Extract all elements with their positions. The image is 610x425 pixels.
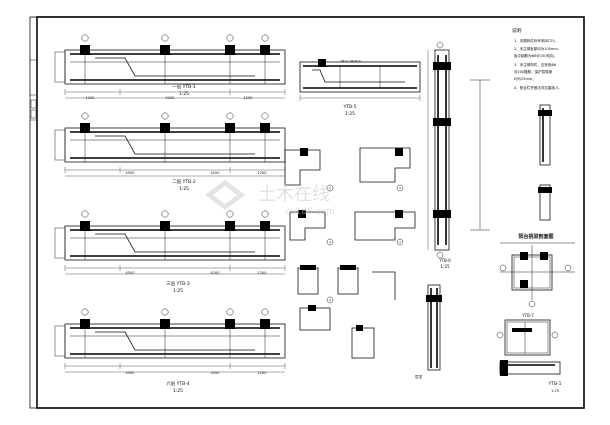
- section-label: 阳台挑梁剖面图: [518, 233, 553, 240]
- beam4-dim-b: 4200: [211, 371, 220, 375]
- beam4-dim-c: 1200: [258, 371, 267, 375]
- axis-bubble-4: [261, 112, 269, 120]
- svg-text:层顶: 层顶: [415, 374, 423, 379]
- beam1-dim-c: 1200: [244, 96, 253, 100]
- beam3-dim-b: 4200: [211, 271, 220, 275]
- vertical-column: [427, 41, 490, 259]
- ytb5-elevation: 2Φ12 3Φ16(2): [299, 59, 421, 101]
- axis-bubble-2: [161, 112, 169, 120]
- beam-scale-3: 1:25: [173, 288, 183, 294]
- axis-bubble-1: [81, 210, 89, 218]
- ytb7-section: [496, 319, 559, 356]
- bottom-right-elevation: [499, 360, 561, 376]
- beam-bent-bar: [95, 233, 255, 253]
- detail-sections: ① ② ③ ④ ⑤: [284, 147, 416, 359]
- ytb7-label: YTB-7: [521, 313, 534, 318]
- notes-item-3: 板中钢筋为Φ8@150双向。: [514, 53, 557, 58]
- axis-bubble-4: [261, 210, 269, 218]
- beam1-dim-a: 1200: [86, 96, 95, 100]
- watermark-text: 土木在线: [258, 184, 330, 205]
- ytb5-caption: YTB-5: [342, 104, 356, 110]
- notes-block: 说明: 1、本图构件标号采用C25。 2、未注明板厚均为100mm， 板中钢筋为…: [512, 27, 562, 90]
- axis-bubble-1: [81, 308, 89, 316]
- ytb5-scale: 1:25: [345, 111, 355, 117]
- notes-item-4: 3、未注明构件，应采用Φ6: [514, 62, 556, 67]
- beam-left-stub: [54, 227, 66, 259]
- lower-column: 层顶: [415, 284, 442, 379]
- beam-scale-4: 1:25: [173, 388, 183, 394]
- ytb6-caption: YTB-6: [438, 258, 451, 263]
- beam-left-stub: [54, 325, 66, 357]
- beam-elevations: [54, 34, 286, 373]
- notes-item-1: 1、本图构件标号采用C25。: [514, 38, 558, 43]
- notes-item-2: 2、未注明板厚均为100mm，: [514, 46, 561, 51]
- beam-caption-1: 一层 YTB-1: [172, 84, 196, 90]
- detail-1-label: ①: [329, 187, 332, 191]
- beam2-dim-c: 1200: [258, 171, 267, 175]
- beam3-dim-c: 1200: [258, 271, 267, 275]
- beam-caption-4: 六层 YTB-4: [166, 380, 190, 387]
- beam-bent-bar: [95, 135, 255, 155]
- watermark-subtext: co188.com: [285, 207, 335, 217]
- axis-bubble-4: [261, 34, 269, 42]
- watermark: 土木在线 co188.com: [205, 180, 335, 217]
- beam-bent-bar: [95, 331, 255, 351]
- axis-bubble-1: [81, 34, 89, 42]
- beam2-dim-a: 4500: [126, 171, 135, 175]
- beam-scale-2: 1:25: [179, 186, 189, 192]
- axis-bubble-1: [81, 112, 89, 120]
- right-column-details: [538, 104, 552, 221]
- beam4-dim-a: 4500: [126, 371, 135, 375]
- detail-5-label: ⑤: [329, 299, 332, 303]
- axis-bubble-2: [161, 34, 169, 42]
- detail-2-label: ②: [399, 187, 402, 191]
- beam-left-stub: [54, 51, 66, 83]
- ytb1-caption: YTB-1: [547, 381, 561, 387]
- beam3-dim-a: 4500: [126, 271, 135, 275]
- axis-bubble-3: [226, 308, 234, 316]
- axis-bubble-3: [226, 112, 234, 120]
- notes-title: 说明:: [512, 27, 523, 34]
- axis-bubble-3: [226, 34, 234, 42]
- axis-bubble-2: [161, 210, 169, 218]
- svg-text:2Φ12 3Φ16(2): 2Φ12 3Φ16(2): [340, 59, 361, 63]
- beam-bent-bar: [95, 57, 255, 77]
- notes-item-6: 均为25mm。: [514, 76, 536, 81]
- beam-caption-3: 三层 YTB-3: [166, 281, 190, 287]
- beam-left-stub: [54, 129, 66, 161]
- notes-item-7: 4、阳台栏杆做法详见建施-5。: [514, 85, 562, 90]
- ytb6-scale: 1:25: [441, 264, 450, 269]
- balcony-section: [499, 242, 575, 308]
- axis-bubble-2: [161, 308, 169, 316]
- detail-3-label: ③: [329, 241, 332, 245]
- axis-bubble-4: [261, 308, 269, 316]
- notes-item-5: @200箍筋，保护层厚度: [514, 69, 553, 74]
- left-title-strip: [29, 16, 38, 409]
- beam-caption-2: 二层 YTB-2: [172, 179, 196, 185]
- beam-scale-1: 1:25: [179, 91, 189, 97]
- detail-4-label: ④: [399, 241, 402, 245]
- beam1-dim-b: 4200: [166, 96, 175, 100]
- axis-bubble-3: [226, 210, 234, 218]
- beam2-dim-b: 4200: [211, 171, 220, 175]
- ytb1-scale: 1:25: [551, 389, 559, 393]
